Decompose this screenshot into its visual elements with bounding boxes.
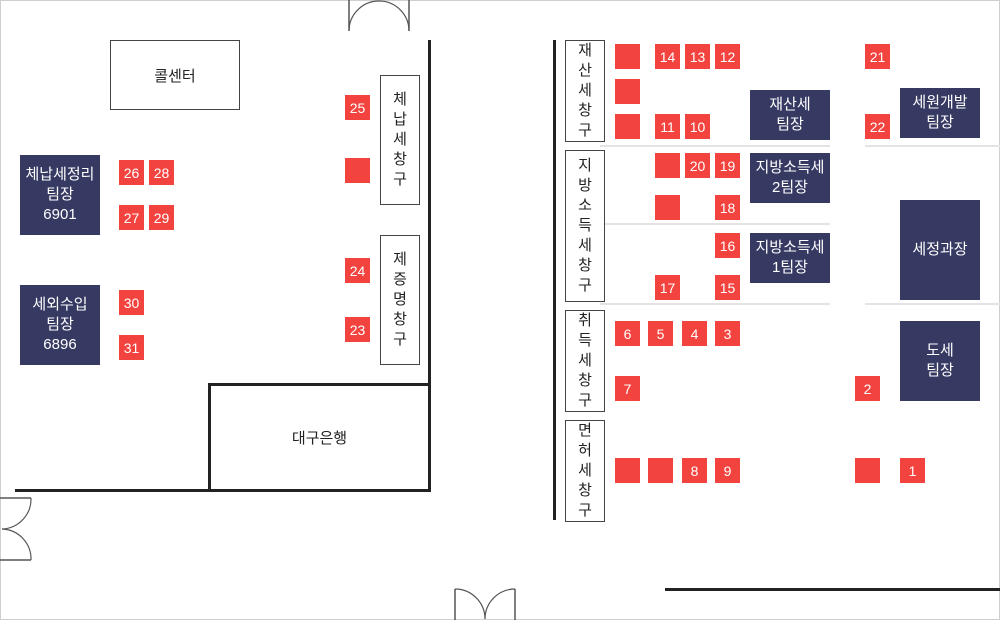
seat-blank[interactable] bbox=[655, 195, 680, 220]
door-bottom-icon bbox=[454, 588, 516, 620]
seat-blank[interactable] bbox=[345, 158, 370, 183]
seat-26[interactable]: 26 bbox=[119, 160, 144, 185]
seat-27[interactable]: 27 bbox=[119, 205, 144, 230]
seat-blank[interactable] bbox=[648, 458, 673, 483]
seat-25[interactable]: 25 bbox=[345, 95, 370, 120]
team-local-income-2: 지방소득세 2팀장 bbox=[750, 153, 830, 203]
wall-left-bottom bbox=[15, 489, 431, 492]
seat-9[interactable]: 9 bbox=[715, 458, 740, 483]
counter-local-income-tax: 지 방 소 득 세 창 구 bbox=[565, 150, 605, 302]
seat-30[interactable]: 30 bbox=[119, 290, 144, 315]
team-registration: 도세 팀장 bbox=[900, 321, 980, 401]
seat-15[interactable]: 15 bbox=[715, 275, 740, 300]
counter-tax-payment: 체 납 세 창 구 bbox=[380, 75, 420, 205]
seat-23[interactable]: 23 bbox=[345, 317, 370, 342]
wall-bottom-right bbox=[665, 588, 1000, 591]
team-local-income-1: 지방소득세 1팀장 bbox=[750, 233, 830, 283]
seat-29[interactable]: 29 bbox=[149, 205, 174, 230]
team-property-tax: 재산세 팀장 bbox=[750, 90, 830, 140]
seat-24[interactable]: 24 bbox=[345, 258, 370, 283]
team-non-tax-revenue: 세외수입 팀장 6896 bbox=[20, 285, 100, 365]
divider-row bbox=[600, 223, 830, 225]
seat-31[interactable]: 31 bbox=[119, 335, 144, 360]
seat-20[interactable]: 20 bbox=[685, 153, 710, 178]
seat-18[interactable]: 18 bbox=[715, 195, 740, 220]
counter-license-tax: 면 허 세 창 구 bbox=[565, 420, 605, 522]
seat-7[interactable]: 7 bbox=[615, 376, 640, 401]
seat-2[interactable]: 2 bbox=[855, 376, 880, 401]
seat-19[interactable]: 19 bbox=[715, 153, 740, 178]
seat-3[interactable]: 3 bbox=[715, 321, 740, 346]
wall-bank-left bbox=[208, 383, 211, 492]
room-call-center: 콜센터 bbox=[110, 40, 240, 110]
wall-right-vertical bbox=[553, 40, 556, 520]
seat-21[interactable]: 21 bbox=[865, 44, 890, 69]
seat-4[interactable]: 4 bbox=[682, 321, 707, 346]
team-tax-source-dev: 세원개발 팀장 bbox=[900, 88, 980, 138]
seat-blank[interactable] bbox=[615, 44, 640, 69]
team-delinquent-tax: 체납세정리 팀장 6901 bbox=[20, 155, 100, 235]
seat-28[interactable]: 28 bbox=[149, 160, 174, 185]
seat-blank[interactable] bbox=[655, 153, 680, 178]
seat-17[interactable]: 17 bbox=[655, 275, 680, 300]
counter-property-tax: 재 산 세 창 구 bbox=[565, 40, 605, 142]
seat-12[interactable]: 12 bbox=[715, 44, 740, 69]
seat-blank[interactable] bbox=[615, 79, 640, 104]
divider-row bbox=[865, 145, 1000, 147]
seat-6[interactable]: 6 bbox=[615, 321, 640, 346]
door-top-icon bbox=[348, 0, 410, 32]
seat-blank[interactable] bbox=[615, 114, 640, 139]
seat-13[interactable]: 13 bbox=[685, 44, 710, 69]
seat-10[interactable]: 10 bbox=[685, 114, 710, 139]
team-tax-director: 세정과장 bbox=[900, 200, 980, 300]
door-left-icon bbox=[0, 497, 32, 561]
counter-acquisition-tax: 취 득 세 창 구 bbox=[565, 310, 605, 412]
seat-8[interactable]: 8 bbox=[682, 458, 707, 483]
divider-row bbox=[600, 303, 830, 305]
wall-left-vertical bbox=[428, 40, 431, 492]
divider-row bbox=[865, 303, 1000, 305]
wall-bank-top bbox=[208, 383, 431, 386]
counter-certificate: 제 증 명 창 구 bbox=[380, 235, 420, 365]
room-daegu-bank: 대구은행 bbox=[211, 386, 428, 489]
divider-row bbox=[600, 145, 830, 147]
seat-5[interactable]: 5 bbox=[648, 321, 673, 346]
seat-16[interactable]: 16 bbox=[715, 233, 740, 258]
seat-14[interactable]: 14 bbox=[655, 44, 680, 69]
seat-22[interactable]: 22 bbox=[865, 114, 890, 139]
seat-1[interactable]: 1 bbox=[900, 458, 925, 483]
seat-blank[interactable] bbox=[855, 458, 880, 483]
seat-blank[interactable] bbox=[615, 458, 640, 483]
seat-11[interactable]: 11 bbox=[655, 114, 680, 139]
